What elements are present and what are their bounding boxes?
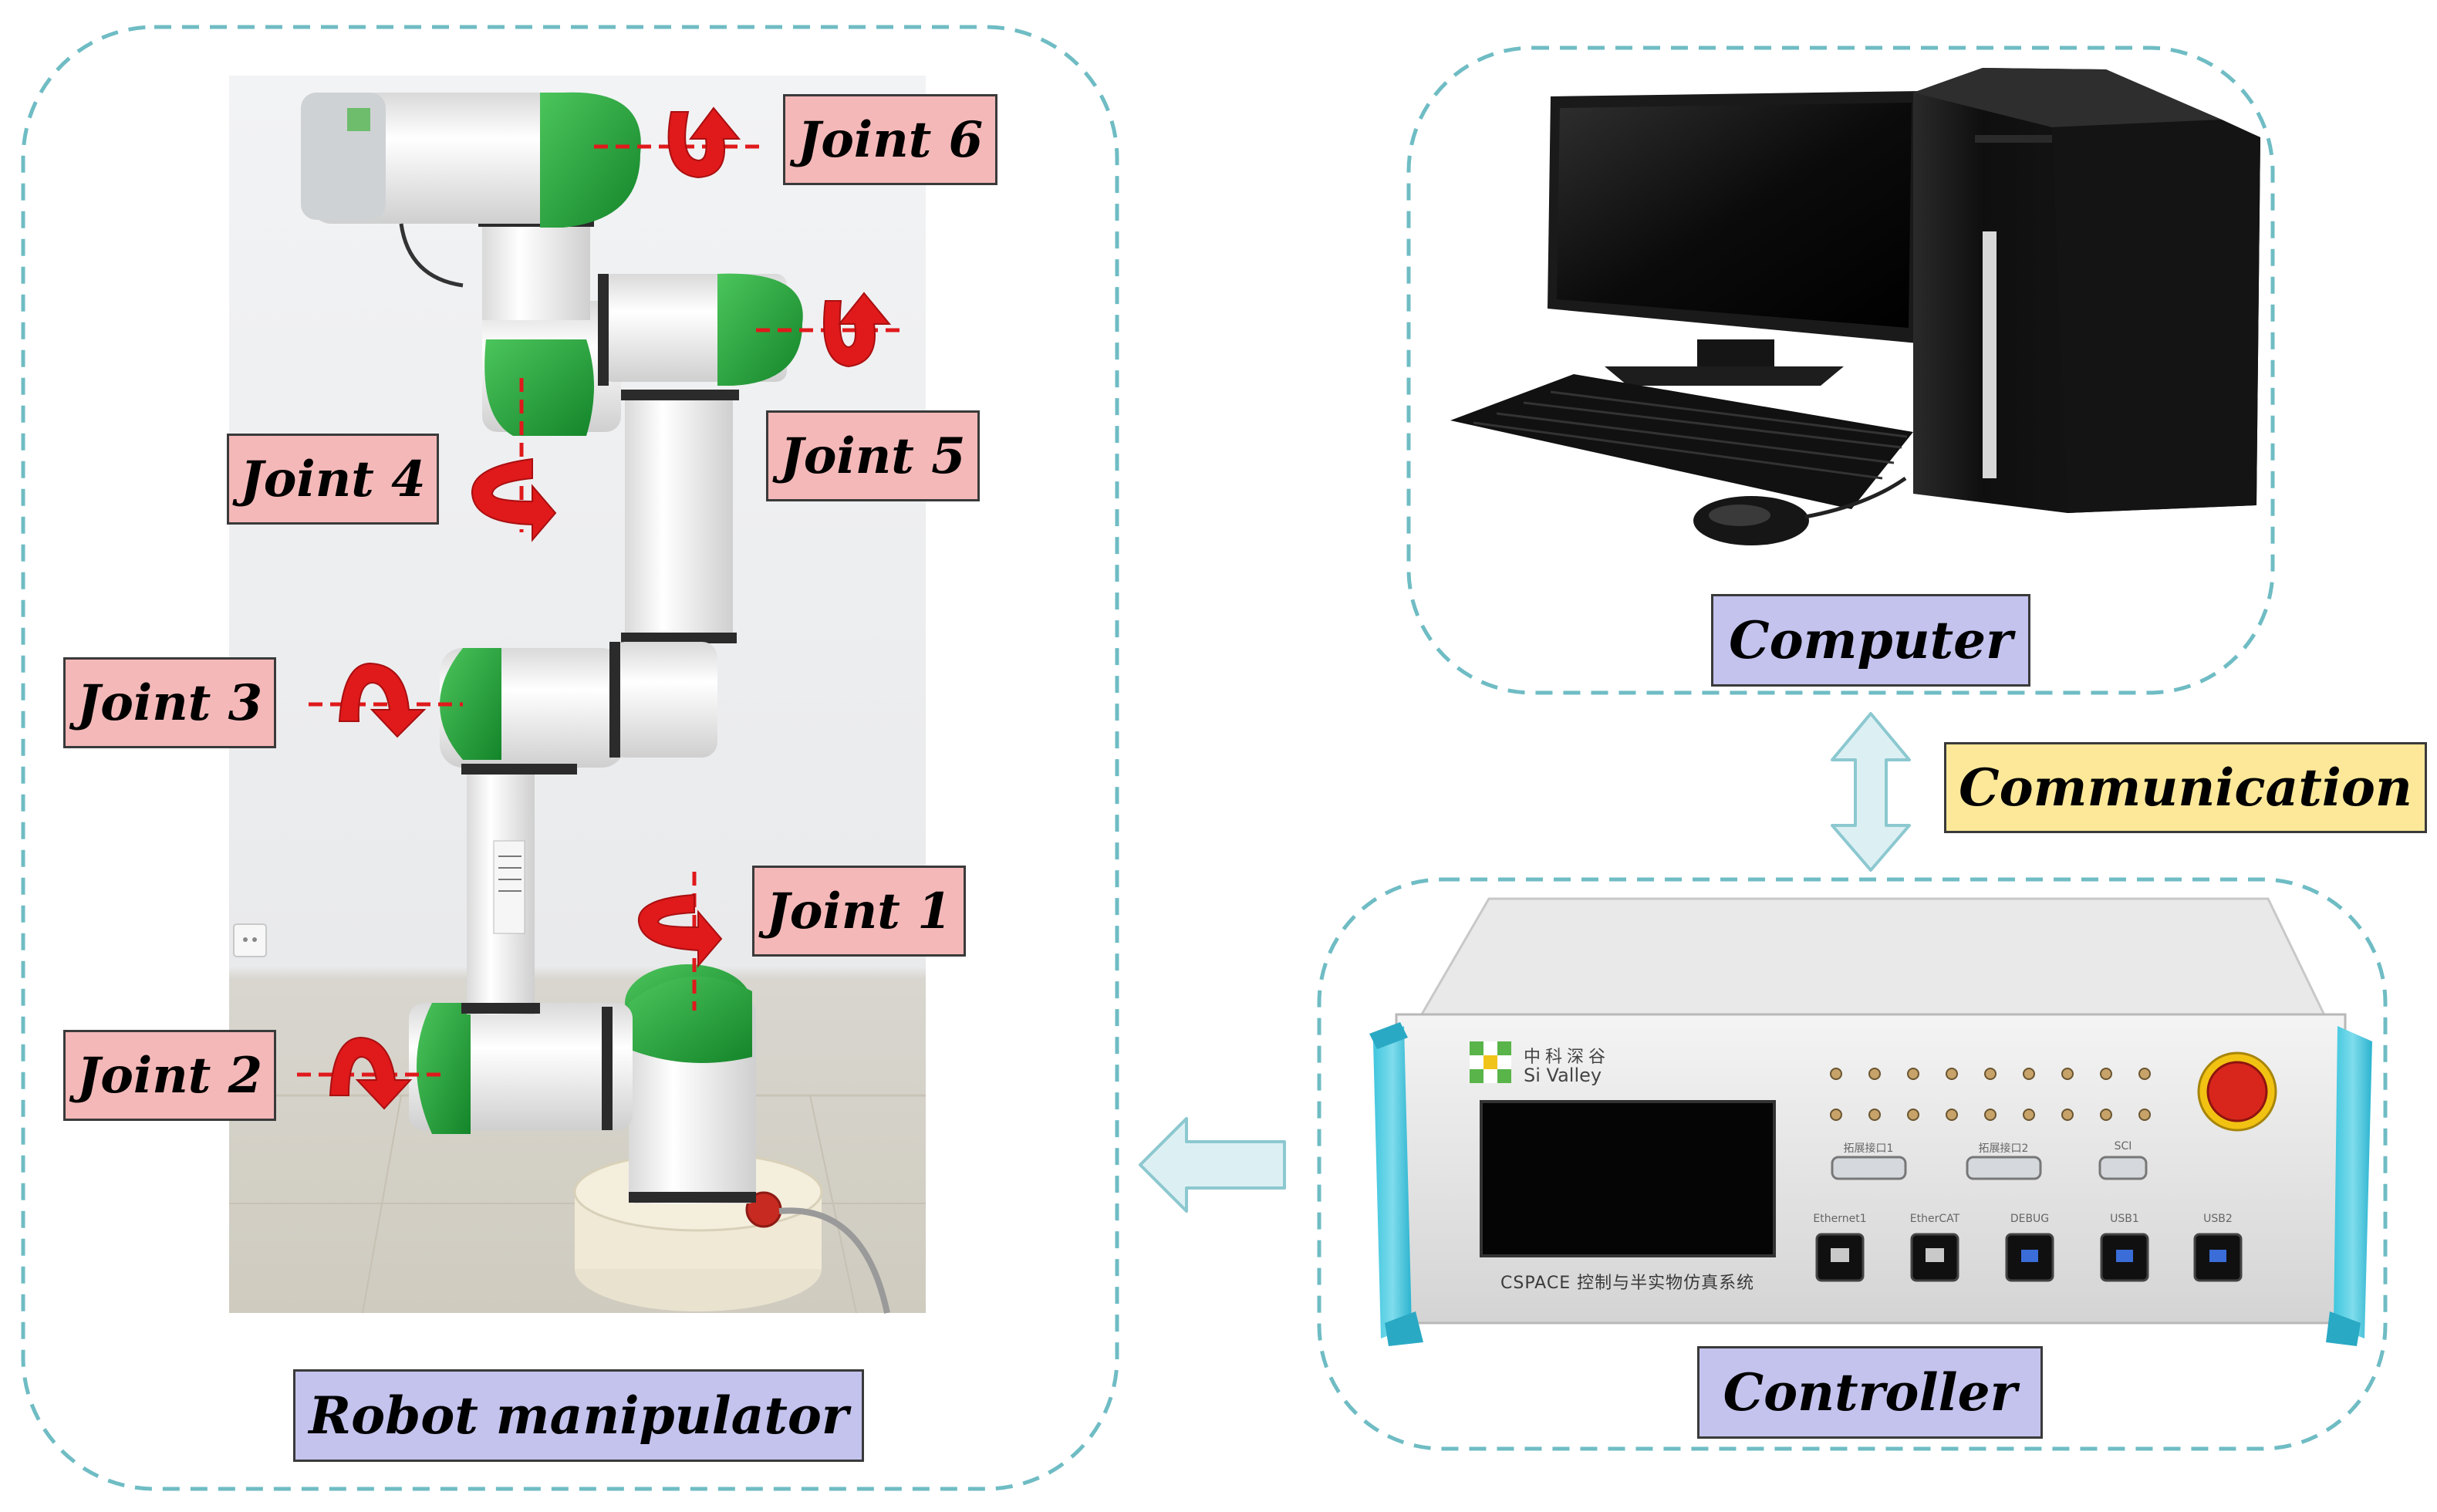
controller-device-name: CSPACE 控制与半实物仿真系统: [1500, 1274, 1755, 1293]
communication-label: Communication: [1944, 742, 2427, 833]
joint-6-label: Joint 6: [783, 94, 997, 185]
port-label-ethercat: EtherCAT: [1909, 1213, 1960, 1225]
connector-label-1: 拓展接口1: [1843, 1142, 1894, 1155]
port-label-usb1: USB1: [2110, 1213, 2139, 1225]
port-label-debug: DEBUG: [2010, 1213, 2050, 1225]
joint-2-label: Joint 2: [63, 1030, 276, 1121]
controller-brand-en: Si Valley: [1524, 1065, 1602, 1086]
joint-1-label: Joint 1: [752, 866, 966, 957]
port-label-usb2: USB2: [2203, 1213, 2233, 1225]
controller-panel: [1317, 877, 2388, 1451]
robot-manipulator-label: Robot manipulator: [293, 1369, 864, 1462]
connector-label-2: 拓展接口2: [1978, 1142, 2029, 1155]
joint-4-label: Joint 4: [227, 434, 439, 525]
controller-label: Controller: [1697, 1346, 2043, 1439]
joint-3-label: Joint 3: [63, 657, 276, 748]
communication-double-arrow: [1831, 712, 1911, 872]
controller-illustration: [1369, 897, 2372, 1346]
joint-5-label: Joint 5: [766, 410, 980, 501]
port-label-ethernet1: Ethernet1: [1813, 1213, 1867, 1225]
controller-brand-cn: 中科深谷: [1524, 1048, 1611, 1067]
robot-photo: [229, 76, 926, 1314]
controller-to-robot-arrow: [1139, 1117, 1286, 1213]
computer-panel: [1406, 46, 2275, 695]
computer-label: Computer: [1711, 594, 2030, 687]
connector-label-sci: SCI: [2114, 1140, 2132, 1153]
computer-illustration: [1450, 68, 2260, 545]
si-valley-logo-icon: [1470, 1041, 1511, 1083]
